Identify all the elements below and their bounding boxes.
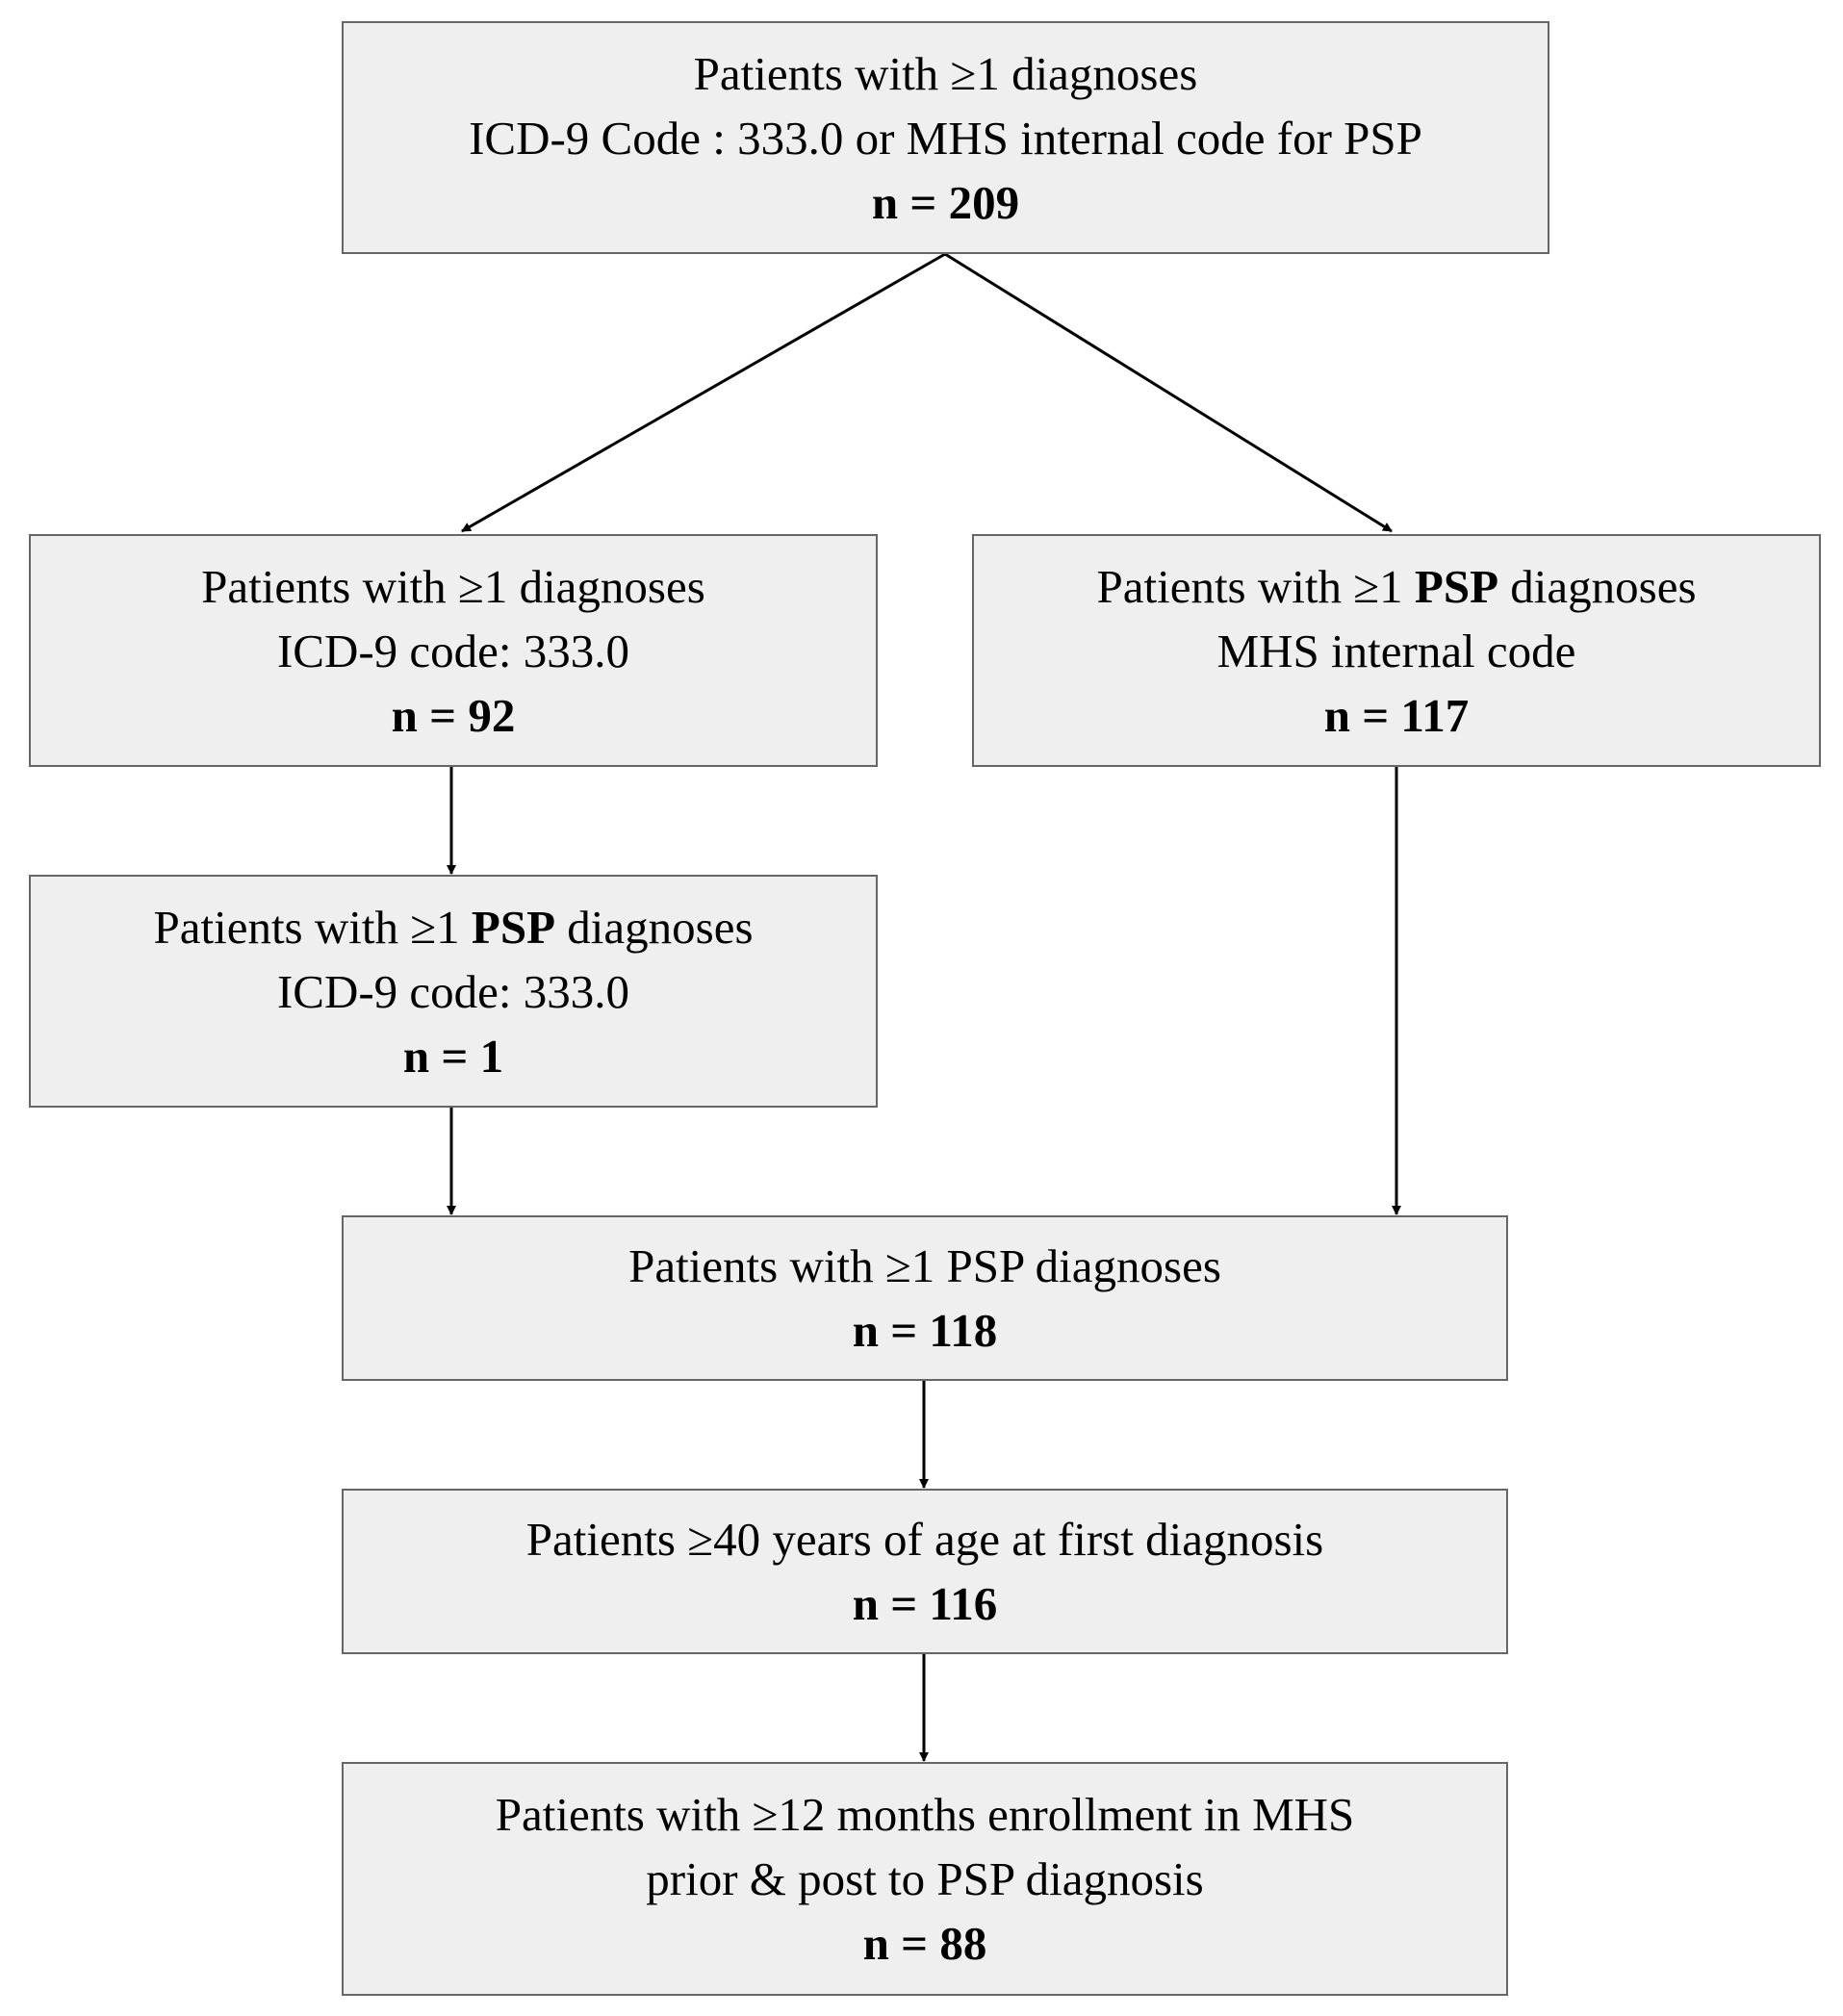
box-psp-diagnoses: Patients with ≥1 PSP diagnoses n = 118 — [342, 1215, 1508, 1381]
box-enrollment-count: n = 88 — [862, 1917, 987, 1970]
arrow-to-icd9-diagnoses — [461, 252, 946, 533]
box-enrollment: Patients with ≥12 months enrollment in M… — [342, 1762, 1508, 1996]
box-mhs-psp-criteria: Patients with ≥1 PSP diagnoses — [1096, 559, 1697, 613]
box-all-diagnoses-criteria: Patients with ≥1 diagnoses — [693, 46, 1198, 100]
box-age-40-criteria: Patients ≥40 years of age at first diagn… — [525, 1513, 1324, 1566]
box-mhs-psp-code: MHS internal code — [1216, 624, 1576, 677]
box-icd9-diagnoses: Patients with ≥1 diagnoses ICD-9 code: 3… — [29, 534, 878, 767]
box-icd9-psp-count: n = 1 — [402, 1029, 504, 1083]
box-icd9-psp-code: ICD-9 code: 333.0 — [276, 964, 630, 1018]
box-enrollment-period: prior & post to PSP diagnosis — [646, 1852, 1204, 1905]
box-icd9-psp-criteria: Patients with ≥1 PSP diagnoses — [153, 900, 754, 954]
box-enrollment-criteria: Patients with ≥12 months enrollment in M… — [495, 1788, 1355, 1841]
box-psp-diagnoses-count: n = 118 — [852, 1304, 998, 1357]
box-all-diagnoses-code: ICD-9 Code : 333.0 or MHS internal code … — [469, 111, 1422, 165]
box-icd9-diagnoses-count: n = 92 — [391, 688, 516, 742]
box-psp-diagnoses-criteria: Patients with ≥1 PSP diagnoses — [628, 1239, 1221, 1292]
box-icd9-psp: Patients with ≥1 PSP diagnoses ICD-9 cod… — [29, 875, 878, 1108]
box-mhs-psp: Patients with ≥1 PSP diagnoses MHS inter… — [972, 534, 1821, 767]
box-mhs-psp-count: n = 117 — [1323, 688, 1470, 742]
box-icd9-diagnoses-code: ICD-9 code: 333.0 — [276, 624, 630, 677]
box-age-40-count: n = 116 — [852, 1577, 998, 1630]
box-age-40: Patients ≥40 years of age at first diagn… — [342, 1489, 1508, 1654]
box-all-diagnoses: Patients with ≥1 diagnoses ICD-9 Code : … — [342, 21, 1549, 254]
box-icd9-diagnoses-criteria: Patients with ≥1 diagnoses — [201, 559, 705, 613]
arrow-to-mhs-psp — [944, 252, 1393, 533]
box-all-diagnoses-count: n = 209 — [871, 175, 1020, 229]
